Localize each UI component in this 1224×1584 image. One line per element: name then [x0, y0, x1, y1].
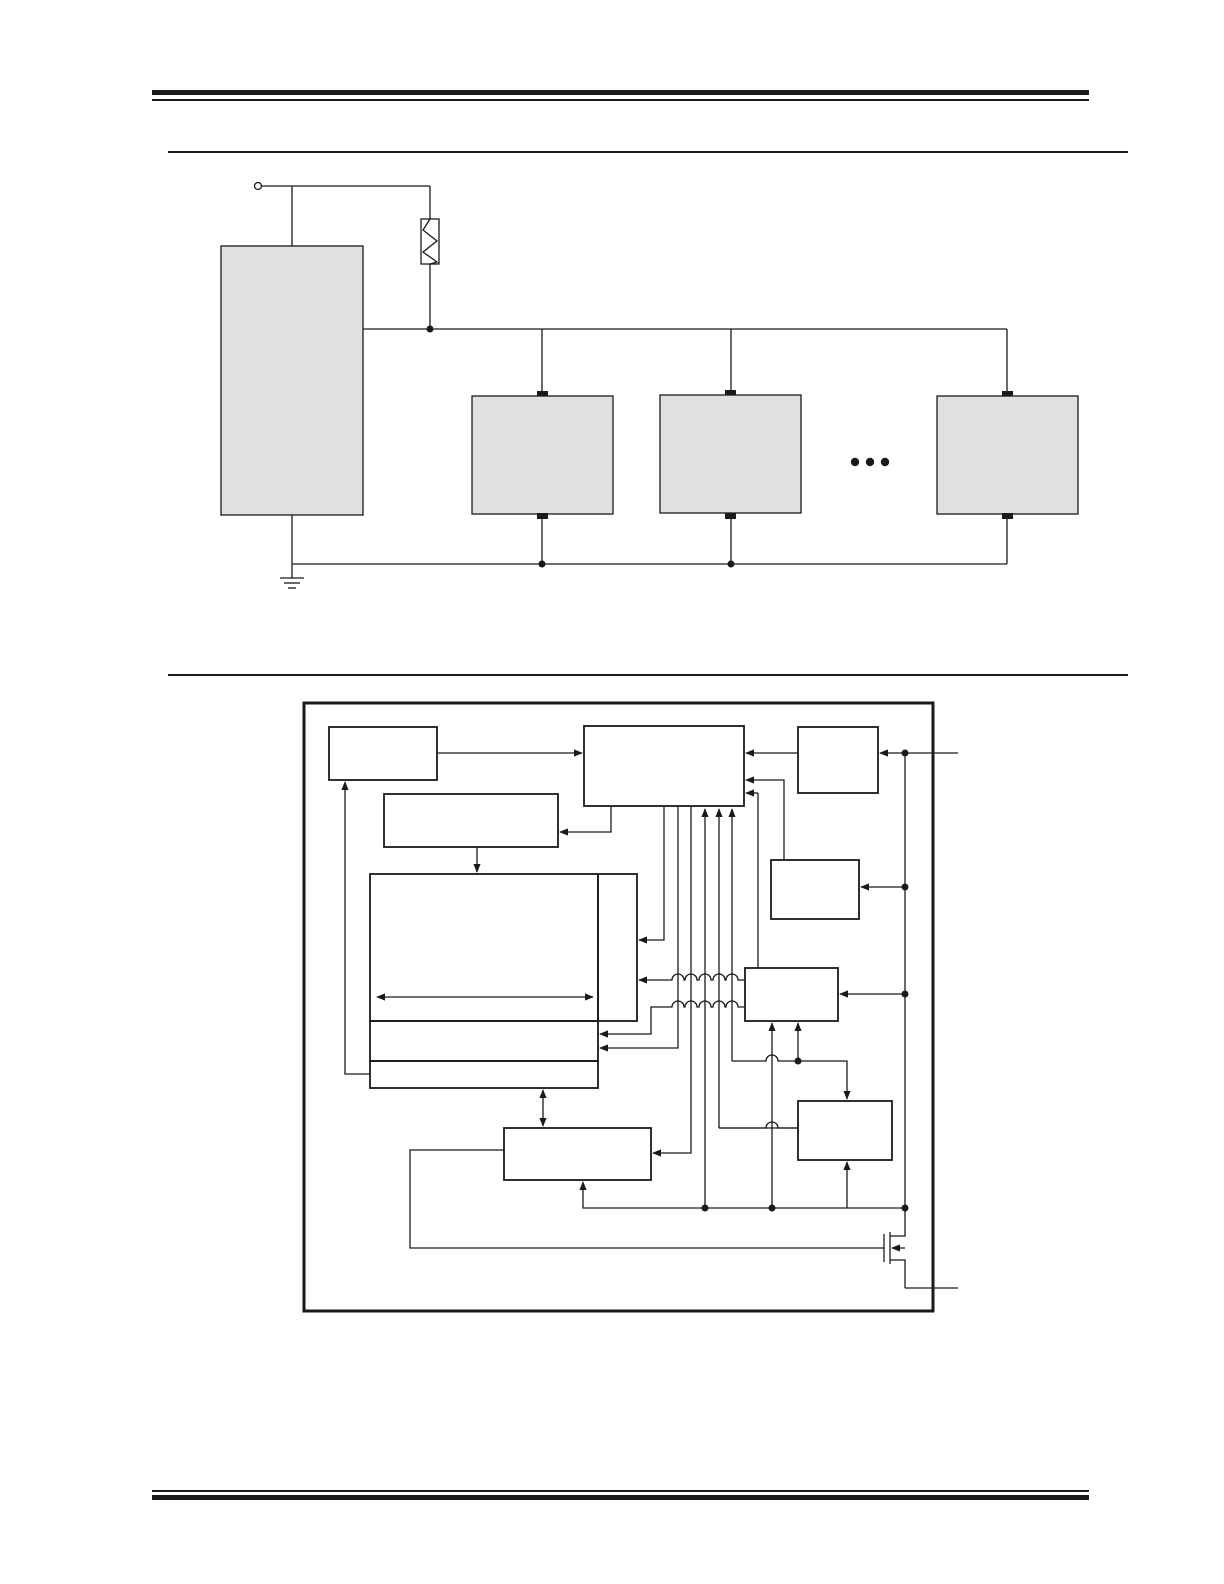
pin-marker [725, 513, 736, 519]
pin-marker [1002, 391, 1013, 397]
pin-marker [537, 391, 548, 397]
pin-marker [537, 513, 548, 519]
pin-marker [1002, 513, 1013, 519]
block-top-left [328, 726, 438, 781]
block-lower-right [797, 1100, 893, 1161]
footer-rule [152, 1490, 1089, 1500]
pin-marker [725, 390, 736, 396]
mosfet-icon [883, 1208, 906, 1288]
block-upper-left [383, 793, 559, 848]
block-register-2 [369, 1060, 599, 1089]
ground-icon [280, 564, 304, 589]
block-memory-side [597, 873, 638, 1022]
figure-2-block-diagram [168, 674, 1128, 1313]
resistor-icon [420, 186, 440, 329]
slave-device-1 [471, 329, 614, 564]
bus-junction-dot [426, 325, 434, 333]
slave-device-2 [659, 329, 802, 564]
block-memory-array [369, 873, 599, 1022]
block-right-middle [770, 859, 860, 920]
device-boundary [302, 701, 935, 1313]
block-top-right [797, 726, 879, 794]
slave-device-3 [936, 329, 1079, 564]
ellipsis-dots [850, 457, 890, 467]
block-bottom-center [503, 1127, 652, 1181]
header-rule [152, 90, 1089, 101]
block-register-1 [369, 1020, 599, 1062]
master-device-block [220, 245, 364, 516]
figure-1-bus-topology [168, 151, 1128, 589]
block-center-right [744, 967, 839, 1022]
supply-terminal-icon [253, 181, 263, 191]
block-top-center [583, 725, 745, 807]
